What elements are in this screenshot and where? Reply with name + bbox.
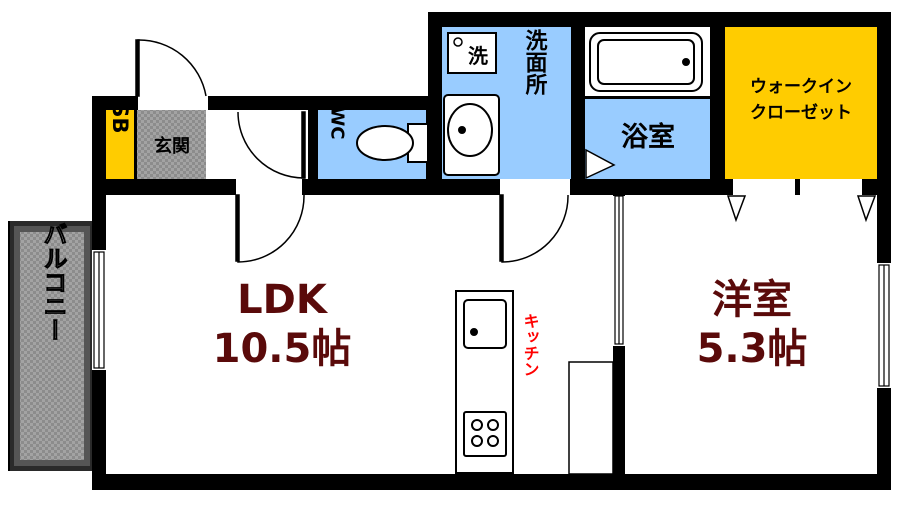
balcony (8, 221, 96, 471)
shoebox-label: SB (108, 102, 132, 133)
ldk-name-label: LDK (237, 277, 329, 323)
windows (93, 195, 890, 387)
western-name-label: 洋室 (712, 277, 792, 323)
washer-icon (447, 32, 497, 74)
ldk-size-label: 10.5帖 (213, 326, 352, 372)
bathtub-icon (589, 32, 703, 92)
closet-doors (726, 195, 877, 223)
shoebox-floor (106, 110, 134, 179)
closet-label-line2: クローゼット (750, 102, 852, 123)
toilet-icon (356, 123, 429, 163)
wc-label: WC (327, 106, 348, 139)
western-size-label: 5.3帖 (697, 326, 808, 372)
kitchen-counter (455, 290, 514, 474)
washer-label: 洗 (468, 44, 488, 68)
entrance-label: 玄関 (154, 135, 190, 157)
balcony-label: バルコニー (39, 222, 67, 342)
western-floor (625, 195, 882, 473)
ldk-floor (108, 195, 613, 473)
entrance-floor (137, 110, 206, 179)
fridge-space (568, 361, 614, 475)
closet-label-line1: ウォークイン (750, 77, 852, 97)
bath-label: 浴室 (621, 121, 675, 153)
washroom-label: 洗面所 (522, 29, 548, 96)
closet-floor (725, 27, 877, 179)
door-swings (135, 39, 616, 263)
kitchen-label: キッチン (521, 313, 540, 377)
sink-icon (443, 94, 500, 176)
